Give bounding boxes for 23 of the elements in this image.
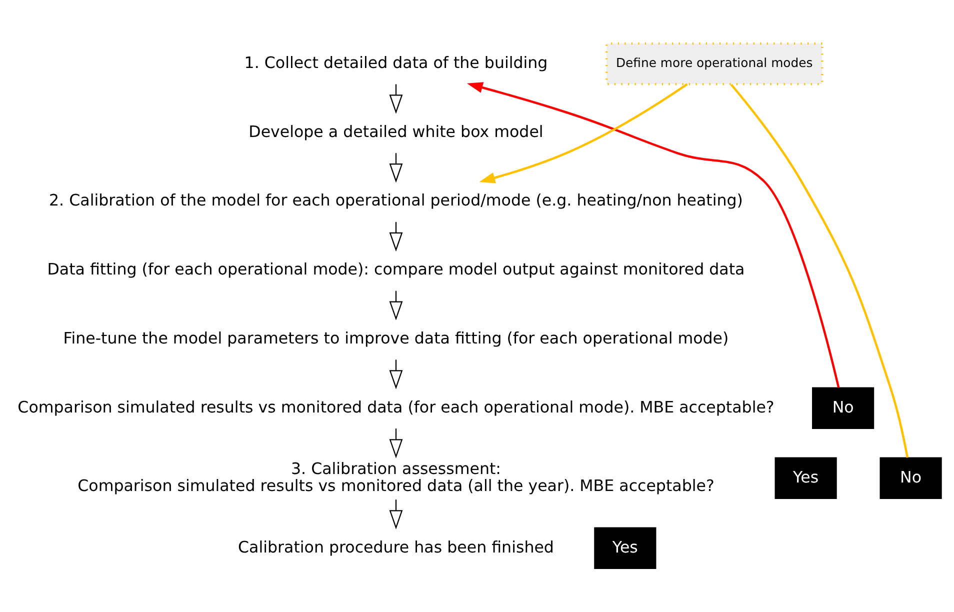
arrow	[466, 82, 840, 388]
node-box: Yes	[594, 527, 656, 570]
arrow	[389, 428, 403, 458]
arrow	[389, 153, 403, 183]
node-box: No	[880, 457, 942, 500]
arrow	[389, 360, 403, 390]
node-text: 2. Calibration of the model for each operational period/mode (e.g. heating/non heating)	[49, 190, 743, 210]
node-box: Define more operational modes	[605, 42, 824, 86]
arrow	[479, 83, 688, 184]
node-text: 3. Calibration assessment: Comparison simulated results vs monitored data (all the year). MBE acceptable?	[78, 458, 714, 495]
node-box: No	[812, 387, 874, 430]
node-text: Data fitting (for each operational mode): compare model output against monitored data	[47, 260, 745, 279]
node-text: Comparison simulated results vs monitored data (for each operational mode). MBE acceptable?	[18, 397, 774, 416]
node-text: Fine-tune the model parameters to improve data fitting (for each operational mode)	[63, 328, 729, 348]
arrow	[389, 500, 403, 530]
node-text: Calibration procedure has been finished	[238, 537, 554, 556]
connector	[730, 84, 909, 458]
arrow	[389, 290, 403, 320]
node-box: Yes	[774, 457, 837, 500]
node-text: Develope a detailed white box model	[248, 122, 544, 141]
node-text: 1. Collect detailed data of the building	[244, 53, 548, 72]
arrow	[389, 222, 403, 252]
arrow	[389, 84, 403, 114]
